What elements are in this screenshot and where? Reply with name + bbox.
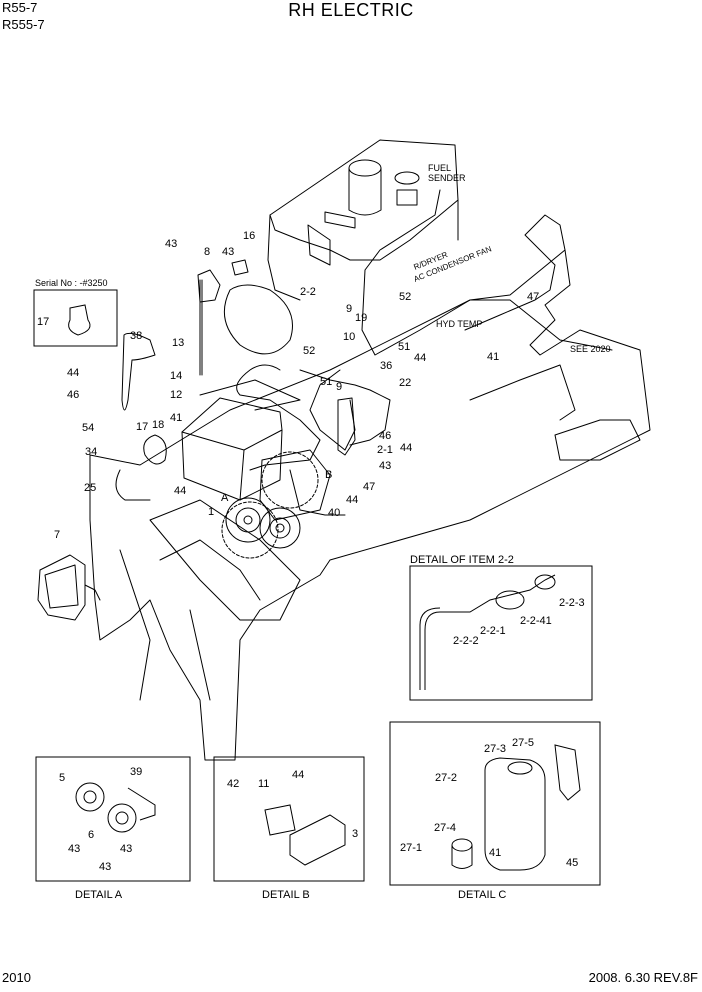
callout: 2-2 [300,286,316,298]
callout: 9 [346,303,352,315]
callout: 46 [379,430,391,442]
callout: 12 [170,389,182,401]
callout: 13 [172,337,184,349]
callout: 41 [487,351,499,363]
detail-label: 44 [292,769,304,781]
detail-label: 27-2 [435,772,457,784]
callout: 18 [152,419,164,431]
detail-label: 2-2-41 [520,615,552,627]
callout: 52 [303,345,315,357]
model-label-2: R555-7 [2,17,45,32]
detail-label: 43 [68,843,80,855]
callout: 7 [54,529,60,541]
callout: 34 [85,446,97,458]
label-fuel: FUEL [428,163,451,173]
detail-label: 45 [566,857,578,869]
serial-no-label: Serial No : -#3250 [35,278,108,288]
callout: 44 [174,485,186,497]
detail-label: 42 [227,778,239,790]
detail-label: 2-2-2 [453,635,479,647]
work-lamp [37,554,101,621]
callout: 9 [336,381,342,393]
callout: 10 [343,331,355,343]
callout: 40 [328,507,340,519]
detail-label: 39 [130,766,142,778]
callout: B [325,469,332,481]
detail-label: 5 [59,772,65,784]
callout: 44 [400,442,412,454]
detail-label: 11 [258,778,269,790]
detail-label: 6 [88,829,94,841]
callout: 17 [37,316,49,328]
detail-label: 2-2-3 [559,597,585,609]
detail-item-2-2-title: DETAIL OF ITEM 2-2 [410,554,514,566]
callout: 51 [398,341,410,353]
detail-label: 41 [489,847,501,859]
callout: 43 [222,246,234,258]
callout: 43 [379,460,391,472]
label-see-2020: SEE 2020 [570,344,611,354]
callout: 2-1 [377,444,393,456]
detail-label: 43 [99,861,111,873]
detail-item-2-2 [409,565,593,701]
callout: 14 [170,370,182,382]
callout: 47 [363,481,375,493]
callout: 47 [527,291,539,303]
callout: 38 [130,330,142,342]
horn-assembly [221,497,301,559]
detail-label: 27-5 [512,737,534,749]
detail-label: 2-2-1 [480,625,506,637]
detail-c-caption: DETAIL C [458,889,506,901]
detail-a [35,756,191,882]
callout: 52 [399,291,411,303]
callout: 8 [204,246,210,258]
detail-a-caption: DETAIL A [75,889,123,901]
detail-label: 43 [120,843,132,855]
detail-label: 27-3 [484,743,506,755]
callout: 51 [320,376,332,388]
detail-b [213,756,365,882]
label-sender: SENDER [428,173,466,183]
frame-structure [89,214,651,761]
serial-detail [33,289,118,347]
model-label-1: R55-7 [2,0,38,15]
detail-label: 3 [352,828,358,840]
detail-label: 27-4 [434,822,456,834]
fuel-tank [267,139,459,301]
callout: 16 [243,230,255,242]
callout: 22 [399,377,411,389]
small-parts [115,259,356,501]
callout: 17 [136,421,148,433]
callout: A [221,492,229,504]
label-hyd-temp: HYD TEMP [436,319,482,329]
callout: 36 [380,360,392,372]
wiring-harness [223,189,613,516]
callout: 41 [170,412,182,424]
callout: 25 [84,482,96,494]
date-revision: 2008. 6.30 REV.8F [588,970,698,985]
page-title: RH ELECTRIC [288,0,414,20]
callout: 44 [346,494,358,506]
detail-label: 27-1 [400,842,422,854]
detail-c [389,721,601,886]
detail-b-caption: DETAIL B [262,889,310,901]
callout: 54 [82,422,94,434]
callout: 44 [67,367,79,379]
callout: 19 [355,312,367,324]
page-number: 2010 [2,970,31,985]
relay-bracket [259,449,331,521]
battery [181,379,301,501]
callout: 46 [67,389,79,401]
callout: 43 [165,238,177,250]
callout: 44 [414,352,426,364]
callout: 1 [208,506,214,518]
